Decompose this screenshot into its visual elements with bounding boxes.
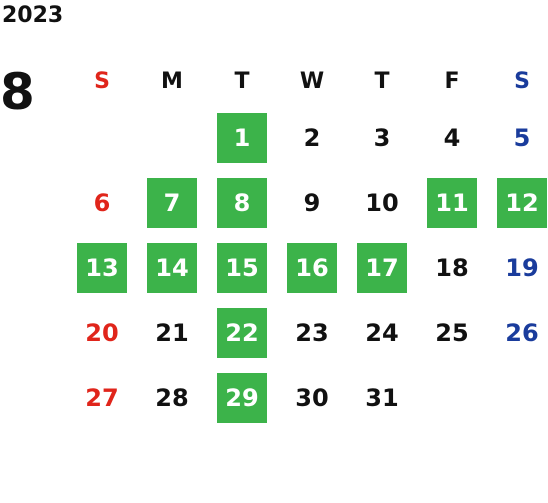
- day-number: 18: [435, 253, 469, 282]
- empty-day-cell: [137, 105, 207, 170]
- day-cell[interactable]: 3: [347, 105, 417, 170]
- day-cell[interactable]: 14: [137, 235, 207, 300]
- highlighted-day-number: 16: [287, 242, 337, 293]
- day-number: 10: [365, 188, 399, 217]
- day-cell[interactable]: 31: [347, 365, 417, 430]
- day-cell[interactable]: 7: [137, 170, 207, 235]
- day-cell[interactable]: 19: [487, 235, 548, 300]
- day-number: 2: [303, 123, 321, 152]
- day-cell[interactable]: 9: [277, 170, 347, 235]
- empty-day-cell: [67, 105, 137, 170]
- highlighted-day-number: 7: [147, 177, 197, 228]
- highlighted-day-number: 11: [427, 177, 477, 228]
- weekday-header-monday: M: [161, 68, 183, 94]
- day-number: 28: [155, 383, 189, 412]
- day-cell[interactable]: 15: [207, 235, 277, 300]
- day-cell[interactable]: 30: [277, 365, 347, 430]
- day-cell[interactable]: 25: [417, 300, 487, 365]
- highlighted-day-number: 22: [217, 307, 267, 358]
- day-cell[interactable]: 26: [487, 300, 548, 365]
- highlighted-day-number: 13: [77, 242, 127, 293]
- day-number: 23: [295, 318, 329, 347]
- weekday-header-thursday: T: [374, 68, 390, 94]
- day-cell[interactable]: 17: [347, 235, 417, 300]
- day-number: 25: [435, 318, 469, 347]
- day-cell[interactable]: 10: [347, 170, 417, 235]
- day-cell[interactable]: 16: [277, 235, 347, 300]
- weekday-header-sunday: S: [94, 68, 110, 94]
- day-cell[interactable]: 6: [67, 170, 137, 235]
- highlighted-day-number: 1: [217, 112, 267, 163]
- weekday-header-saturday: S: [514, 68, 530, 94]
- day-cell[interactable]: 5: [487, 105, 548, 170]
- day-number: 20: [85, 318, 119, 347]
- day-cell[interactable]: 21: [137, 300, 207, 365]
- day-number: 6: [93, 188, 111, 217]
- weekday-header-friday: F: [444, 68, 460, 94]
- day-number: 3: [373, 123, 391, 152]
- highlighted-day-number: 12: [497, 177, 547, 228]
- day-cell[interactable]: 13: [67, 235, 137, 300]
- day-number: 30: [295, 383, 329, 412]
- day-cell[interactable]: 4: [417, 105, 487, 170]
- highlighted-day-number: 29: [217, 372, 267, 423]
- highlighted-day-number: 8: [217, 177, 267, 228]
- highlighted-day-number: 15: [217, 242, 267, 293]
- day-cell[interactable]: 1: [207, 105, 277, 170]
- day-number: 27: [85, 383, 119, 412]
- day-number: 21: [155, 318, 189, 347]
- day-number: 19: [505, 253, 539, 282]
- day-cell[interactable]: 27: [67, 365, 137, 430]
- day-number: 9: [303, 188, 321, 217]
- day-cell[interactable]: 11: [417, 170, 487, 235]
- highlighted-day-number: 14: [147, 242, 197, 293]
- day-cell[interactable]: 18: [417, 235, 487, 300]
- day-cell[interactable]: 28: [137, 365, 207, 430]
- weekday-header-tuesday: T: [234, 68, 250, 94]
- day-cell[interactable]: 23: [277, 300, 347, 365]
- weekday-header-wednesday: W: [299, 68, 325, 94]
- month-number: 8: [0, 63, 35, 121]
- day-number: 4: [443, 123, 461, 152]
- highlighted-day-number: 17: [357, 242, 407, 293]
- day-cell[interactable]: 20: [67, 300, 137, 365]
- year-label: 2023: [2, 3, 64, 28]
- day-number: 24: [365, 318, 399, 347]
- day-cell[interactable]: 24: [347, 300, 417, 365]
- day-number: 26: [505, 318, 539, 347]
- day-cell[interactable]: 22: [207, 300, 277, 365]
- day-number: 5: [513, 123, 531, 152]
- day-cell[interactable]: 2: [277, 105, 347, 170]
- day-number: 31: [365, 383, 399, 412]
- day-cell[interactable]: 8: [207, 170, 277, 235]
- day-cell[interactable]: 29: [207, 365, 277, 430]
- day-cell[interactable]: 12: [487, 170, 548, 235]
